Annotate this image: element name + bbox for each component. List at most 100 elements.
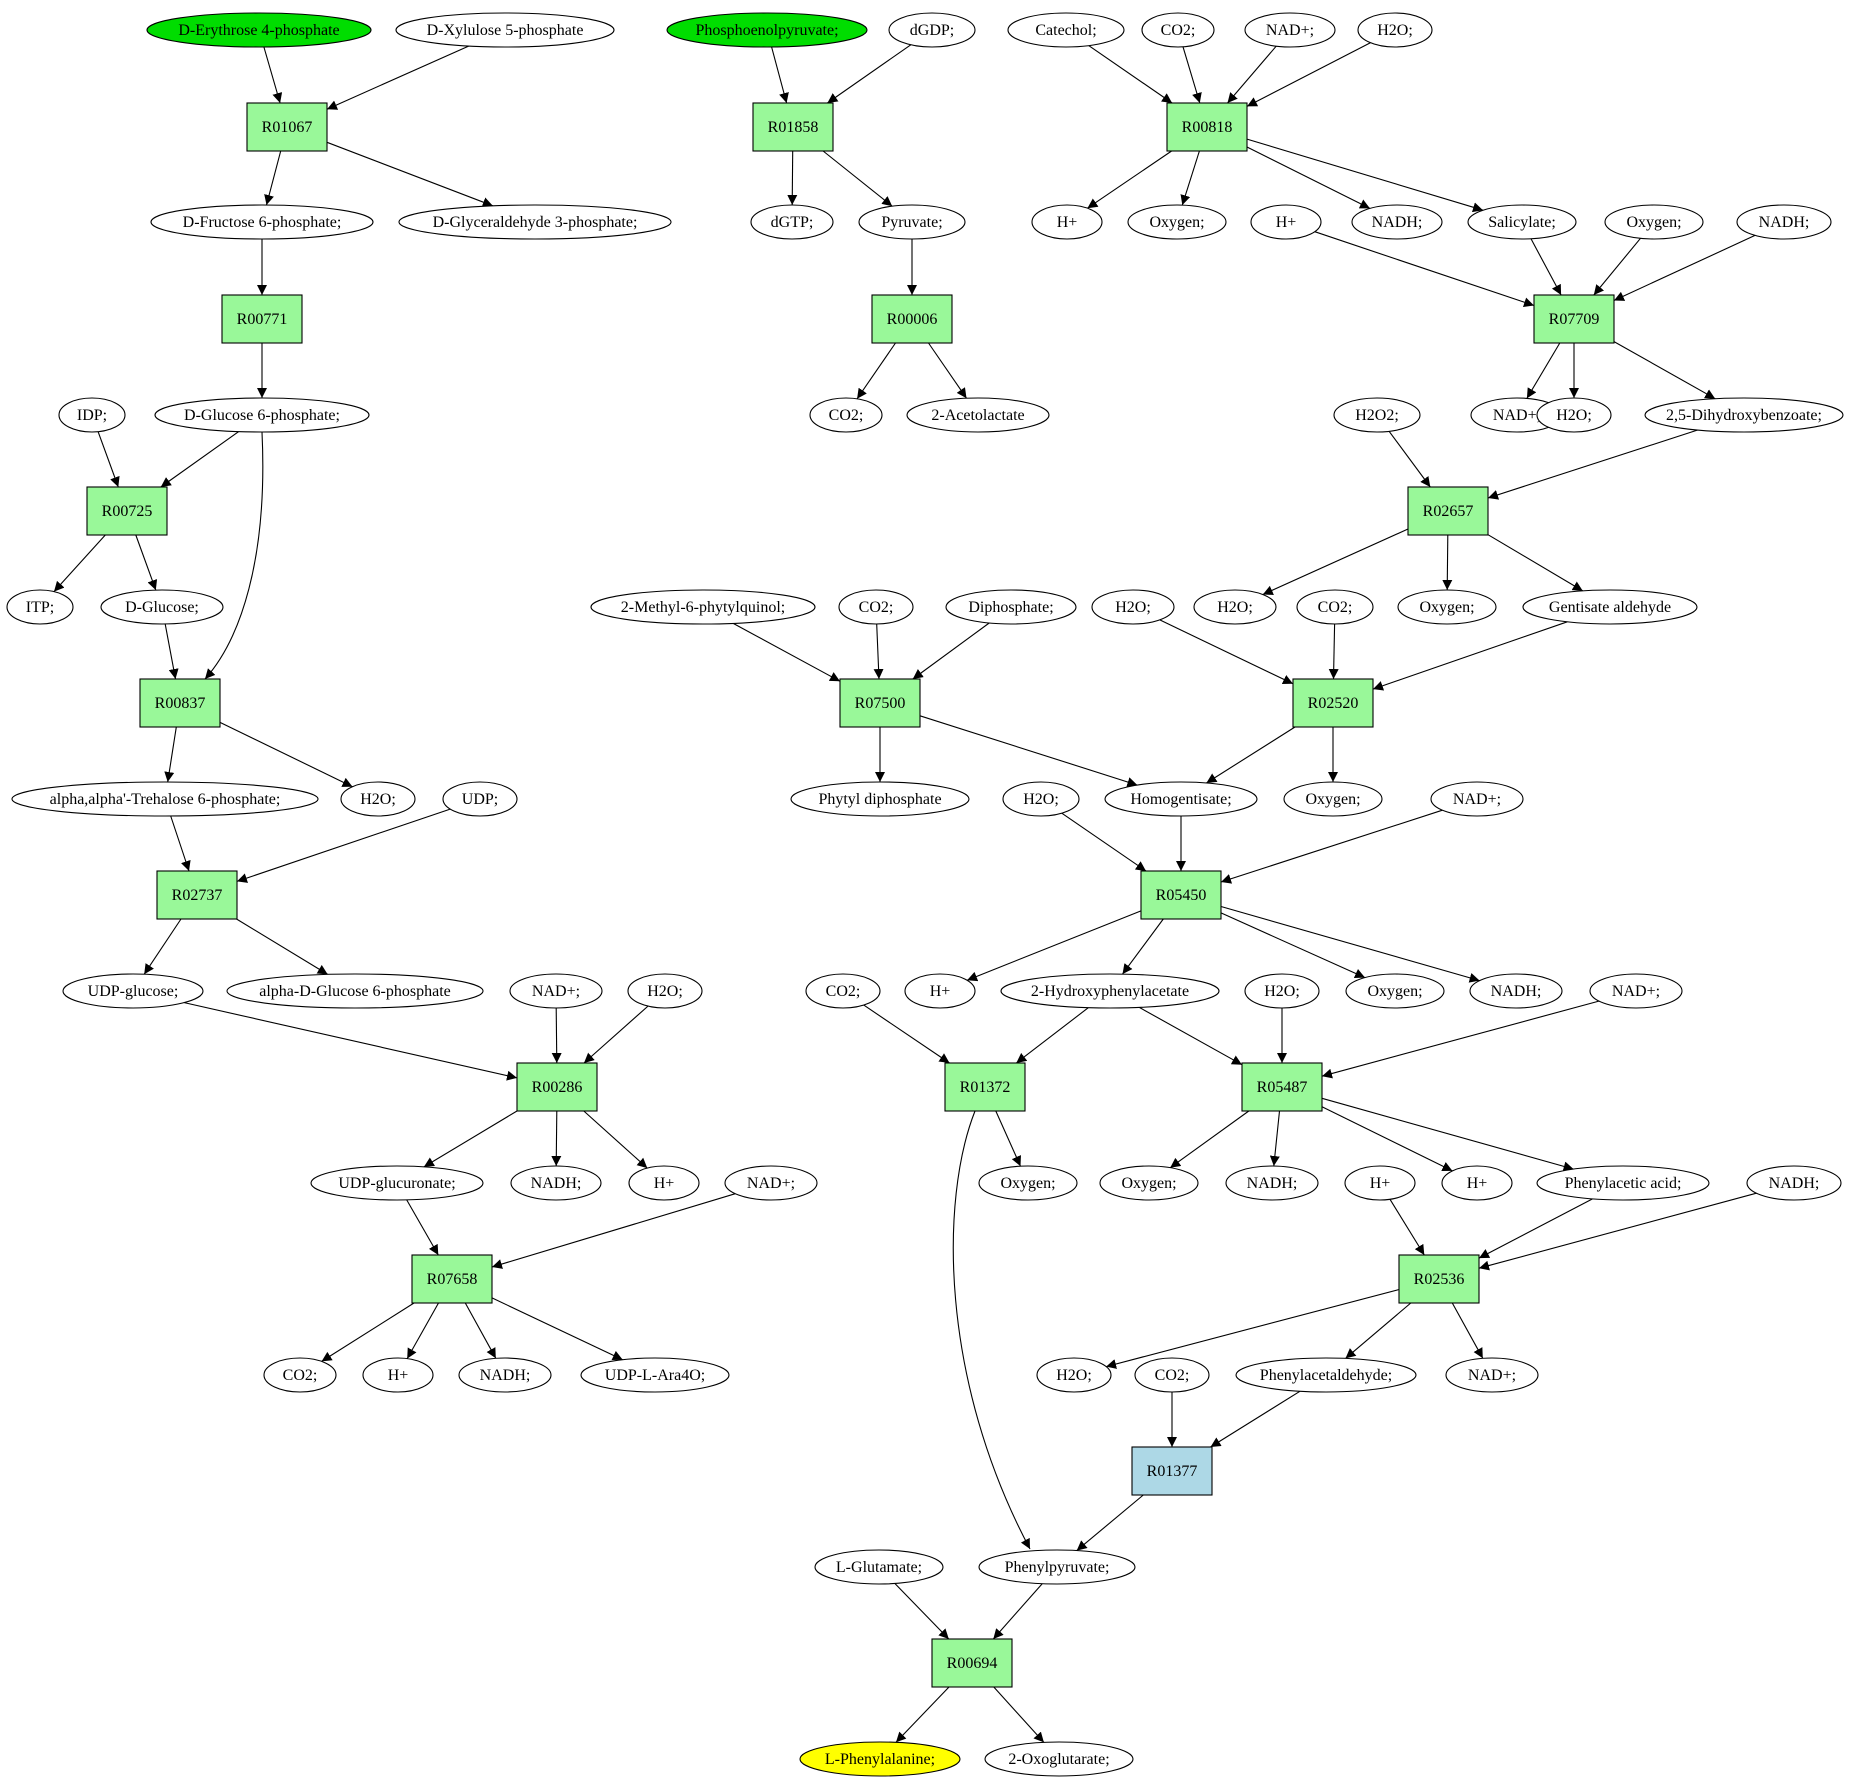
compound-ellipse: [1345, 973, 1445, 1009]
compound-ellipse: [1036, 1357, 1112, 1393]
compound-ellipse: [1099, 1165, 1199, 1201]
node-label: Phosphoenolpyruvate;: [695, 22, 838, 39]
edge-n_h2o_e-to-r_R02520: [1159, 619, 1294, 685]
compound-node-n_pald: Phenylacetaldehyde;: [1235, 1357, 1417, 1393]
compound-ellipse: [62, 973, 204, 1009]
reaction-box: [139, 678, 221, 728]
compound-node-n_dhb: 2,5-Dihydroxybenzoate;: [1644, 397, 1844, 433]
edge-n_idp-to-r_R00725: [97, 431, 120, 488]
node-label: 2-Oxoglutarate;: [1008, 1751, 1109, 1768]
edge-n_paa-to-r_R02536: [1478, 1198, 1593, 1259]
edge-r_R00818-to-n_nadh_c: [1246, 146, 1371, 209]
edge-n_pald-to-r_R01377: [1210, 1390, 1301, 1448]
compound-ellipse: [1235, 1357, 1417, 1393]
compound-node-n_nad_e: NAD+;: [1430, 781, 1524, 817]
compound-node-n_udpglc: UDP-glucose;: [62, 973, 204, 1009]
reaction-node-r_R00818: R00818: [1166, 102, 1248, 152]
edge-r_R02657-to-n_gald: [1487, 534, 1584, 592]
compound-node-n_oxy_c: Oxygen;: [1397, 589, 1497, 625]
compound-ellipse: [1000, 973, 1220, 1009]
reaction-node-r_R00006: R00006: [871, 294, 953, 344]
node-label: CO2;: [859, 599, 894, 616]
node-label: R01858: [768, 119, 819, 136]
reaction-box: [221, 294, 303, 344]
compound-ellipse: [1193, 589, 1277, 625]
compound-ellipse: [1007, 12, 1125, 48]
edge-r_R01372-to-n_oxy_f: [995, 1110, 1022, 1167]
edge-r_R05450-to-n_nadh_e: [1220, 905, 1480, 983]
edge-r_R00694-to-n_akg: [993, 1686, 1045, 1743]
node-label: Gentisate aldehyde: [1549, 599, 1671, 616]
compound-ellipse: [1445, 1357, 1539, 1393]
node-label: CO2;: [283, 1367, 318, 1384]
compound-node-n_co2_d: CO2;: [838, 589, 914, 625]
compound-ellipse: [838, 589, 914, 625]
reaction-node-r_R00725: R00725: [86, 486, 168, 536]
edge-n_e4p-to-r_R01067: [263, 46, 283, 104]
edge-r_R00006-to-n_acl: [928, 342, 967, 399]
node-label: H+: [654, 1175, 675, 1192]
node-label: alpha-D-Glucose 6-phosphate: [259, 983, 451, 1000]
edge-r_R02520-to-n_hga: [1206, 726, 1296, 784]
edge-n_hp_d-to-r_R07709: [1314, 231, 1535, 308]
node-label: H2O;: [1023, 791, 1059, 808]
compound-node-n_nad_d: NAD+;: [1470, 397, 1564, 433]
compound-ellipse: [1244, 973, 1320, 1009]
node-label: Catechol;: [1035, 22, 1096, 39]
compound-node-n_g3p: D-Glyceraldehyde 3-phosphate;: [398, 204, 672, 240]
reaction-box: [86, 486, 168, 536]
node-label: H2O;: [1264, 983, 1300, 1000]
compound-ellipse: [978, 1549, 1136, 1585]
compound-ellipse: [790, 781, 970, 817]
node-label: CO2;: [1318, 599, 1353, 616]
compound-node-n_hp_c: H+: [1031, 204, 1103, 240]
edge-n_co2_c-to-r_R00818: [1182, 46, 1202, 104]
edge-r_R00837-to-n_h2o_a: [219, 721, 353, 788]
node-label: R07709: [1549, 311, 1600, 328]
compound-node-n_pyr: Pyruvate;: [858, 204, 966, 240]
compound-ellipse: [510, 1165, 602, 1201]
edge-r_R02737-to-n_ag6p: [236, 918, 328, 975]
node-label: alpha,alpha'-Trehalose 6-phosphate;: [50, 791, 281, 808]
edge-r_R07500-to-n_hga: [919, 715, 1138, 787]
compound-ellipse: [1467, 204, 1577, 240]
compound-node-n_nad_a: NAD+;: [509, 973, 603, 1009]
compound-node-n_ppyr: Phenylpyruvate;: [978, 1549, 1136, 1585]
compound-node-n_nadh_f: NADH;: [1225, 1165, 1319, 1201]
compound-node-n_acl: 2-Acetolactate: [906, 397, 1050, 433]
compound-node-n_oxy_e: Oxygen;: [1345, 973, 1445, 1009]
node-label: NADH;: [1759, 214, 1810, 231]
reaction-node-r_R07709: R07709: [1533, 294, 1615, 344]
compound-node-n_nad_f: NAD+;: [1589, 973, 1683, 1009]
reaction-box: [411, 1254, 493, 1304]
edge-r_R00725-to-n_glc: [135, 534, 158, 591]
node-label: Oxygen;: [1626, 214, 1681, 231]
compound-ellipse: [809, 397, 883, 433]
compound-node-n_glc: D-Glucose;: [100, 589, 224, 625]
reaction-box: [1166, 102, 1248, 152]
compound-node-n_oxy_d: Oxygen;: [1283, 781, 1383, 817]
node-label: H2O;: [1056, 1367, 1092, 1384]
edge-n_nad_f-to-r_R05487: [1321, 1000, 1600, 1079]
compound-ellipse: [888, 12, 976, 48]
compound-node-n_hp_e: H+: [904, 973, 976, 1009]
compound-ellipse: [150, 204, 374, 240]
compound-ellipse: [1736, 204, 1832, 240]
node-label: NAD+;: [532, 983, 580, 1000]
node-label: Oxygen;: [1149, 214, 1204, 231]
node-label: Oxygen;: [1000, 1175, 1055, 1192]
edge-n_glu-to-r_R00694: [894, 1583, 950, 1640]
node-label: R00725: [102, 503, 153, 520]
compound-ellipse: [945, 589, 1077, 625]
edge-n_udpglc-to-r_R00286: [184, 1002, 518, 1081]
node-label: H+: [1057, 214, 1078, 231]
compound-ellipse: [1522, 589, 1698, 625]
reaction-node-r_R01067: R01067: [246, 102, 328, 152]
edge-r_R07709-to-n_nad_d: [1526, 342, 1561, 399]
edge-n_ppi-to-r_R07500: [912, 622, 990, 680]
reaction-node-r_R02520: R02520: [1292, 678, 1374, 728]
edge-n_nadh_g-to-r_R02536: [1478, 1192, 1757, 1271]
node-label: Salicylate;: [1488, 214, 1556, 231]
compound-ellipse: [362, 1357, 434, 1393]
node-label: Oxygen;: [1367, 983, 1422, 1000]
